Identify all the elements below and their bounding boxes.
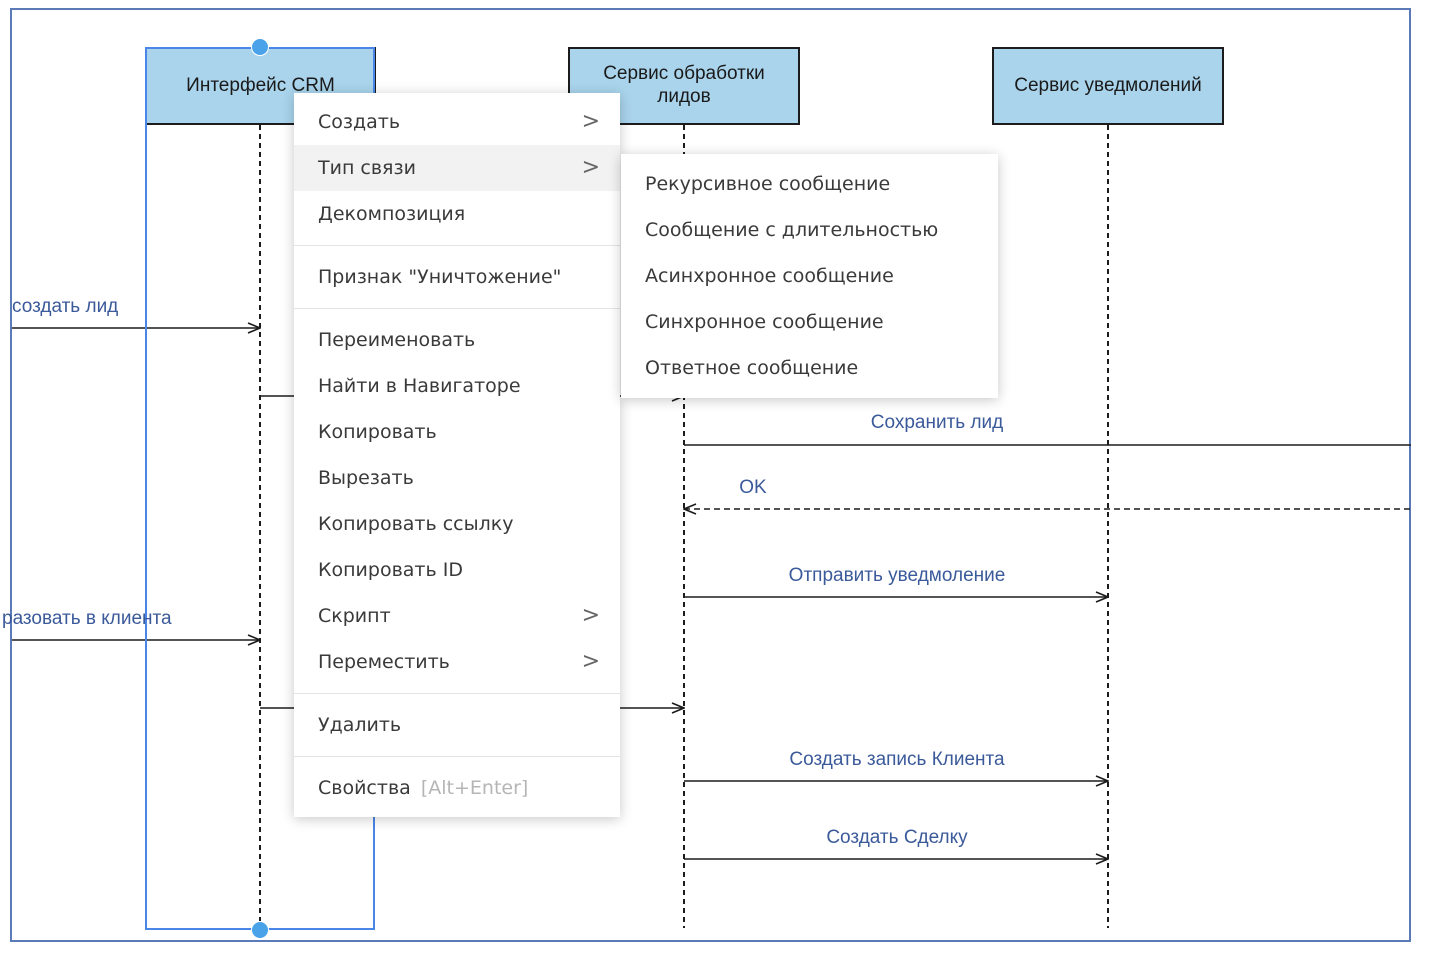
message-convert-client-label[interactable]: разовать в клиента [2,608,172,629]
submenu-item-reply-message[interactable]: Ответное сообщение [621,345,998,391]
menu-item-copy-id[interactable]: Копировать ID [294,547,620,593]
diagram-canvas-frame [10,8,1411,942]
submenu-item-label: Ответное сообщение [645,357,859,379]
menu-item-script-label: Скрипт [318,605,391,627]
selection-handle-bottom[interactable] [251,921,269,939]
context-menu: Создать > Тип связи > Декомпозиция Призн… [294,93,620,817]
menu-item-destroy-flag[interactable]: Признак "Уничтожение" [294,254,620,300]
menu-item-properties-label: Свойства [318,777,411,799]
menu-item-copy[interactable]: Копировать [294,409,620,455]
menu-item-link-type-label: Тип связи [318,157,416,179]
menu-item-rename-label: Переименовать [318,329,476,351]
menu-item-copy-link[interactable]: Копировать ссылку [294,501,620,547]
message-create-deal-label[interactable]: Создать Сделку [826,827,968,848]
menu-item-delete[interactable]: Удалить [294,702,620,748]
link-type-submenu: Рекурсивное сообщение Сообщение с длител… [621,154,998,398]
submenu-item-recursive-message[interactable]: Рекурсивное сообщение [621,161,998,207]
menu-item-create[interactable]: Создать > [294,99,620,145]
menu-item-move[interactable]: Переместить > [294,639,620,685]
menu-item-properties-shortcut: [Alt+Enter] [420,777,529,799]
menu-separator [294,245,620,246]
menu-item-cut[interactable]: Вырезать [294,455,620,501]
message-create-client-record-label[interactable]: Создать запись Клиента [789,749,1005,770]
menu-item-rename[interactable]: Переименовать [294,317,620,363]
message-create-lead-label[interactable]: создать лид [12,296,119,317]
menu-separator [294,693,620,694]
menu-item-delete-label: Удалить [318,714,402,736]
submenu-item-async-message[interactable]: Асинхронное сообщение [621,253,998,299]
lifeline-notify-head[interactable]: Сервис уведмолений [992,47,1224,125]
menu-separator [294,756,620,757]
submenu-item-duration-message[interactable]: Сообщение с длительностью [621,207,998,253]
chevron-right-icon: > [581,155,600,180]
submenu-item-sync-message[interactable]: Синхронное сообщение [621,299,998,345]
lifeline-crm-head[interactable]: Интерфейс CRM [145,47,376,125]
chevron-right-icon: > [581,109,600,134]
submenu-item-label: Сообщение с длительностью [645,219,939,241]
message-save-lead-label[interactable]: Сохранить лид [870,412,1004,433]
menu-item-decomposition-label: Декомпозиция [318,203,466,225]
chevron-right-icon: > [581,649,600,674]
menu-item-script[interactable]: Скрипт > [294,593,620,639]
menu-separator [294,308,620,309]
menu-item-copy-link-label: Копировать ссылку [318,513,514,535]
menu-item-decomposition[interactable]: Декомпозиция [294,191,620,237]
lifeline-notify-title: Сервис уведмолений [1014,74,1202,96]
menu-item-copy-id-label: Копировать ID [318,559,463,581]
lifeline-crm-title: Интерфейс CRM [186,74,335,96]
menu-item-cut-label: Вырезать [318,467,414,489]
submenu-item-label: Асинхронное сообщение [645,265,894,287]
selection-handle-top[interactable] [251,38,269,56]
submenu-item-label: Рекурсивное сообщение [645,173,891,195]
menu-item-link-type[interactable]: Тип связи > [294,145,620,191]
submenu-item-label: Синхронное сообщение [645,311,884,333]
menu-item-destroy-flag-label: Признак "Уничтожение" [318,266,562,288]
lifeline-leads-title: Сервис обработки лидов [603,63,765,107]
menu-item-find-in-navigator-label: Найти в Навигаторе [318,375,521,397]
menu-item-find-in-navigator[interactable]: Найти в Навигаторе [294,363,620,409]
message-ok-label[interactable]: OK [739,477,767,498]
message-send-notification-label[interactable]: Отправить уведмоление [788,565,1006,586]
menu-item-create-label: Создать [318,111,401,133]
chevron-right-icon: > [581,603,600,628]
menu-item-copy-label: Копировать [318,421,437,443]
menu-item-move-label: Переместить [318,651,450,673]
menu-item-properties[interactable]: Свойства [Alt+Enter] [294,765,620,811]
